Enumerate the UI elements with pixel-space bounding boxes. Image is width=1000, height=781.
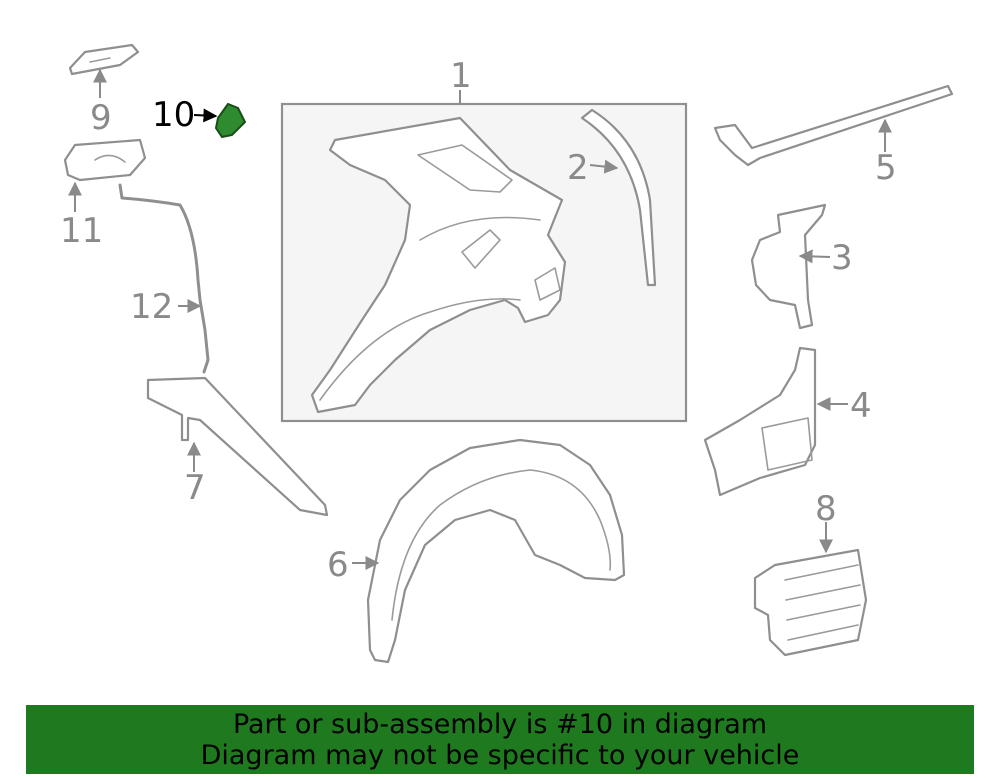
banner-line-2: Diagram may not be specific to your vehi… (200, 739, 800, 771)
part-4-inner-panel[interactable] (703, 346, 817, 497)
part-11-housing[interactable] (63, 138, 147, 182)
part-5-brace[interactable] (713, 84, 954, 167)
callout-12: 12 (130, 287, 173, 327)
part-8-vent[interactable] (753, 548, 868, 657)
callout-11: 11 (60, 211, 103, 251)
callout-9: 9 (90, 98, 112, 138)
leader-2 (589, 159, 619, 174)
quarter-panel-lamp-recess (534, 267, 561, 301)
part-6-liner-inner-edge (391, 469, 612, 621)
part-6-wheel-liner[interactable] (366, 438, 626, 664)
quarter-panel-crease (419, 216, 541, 241)
callout-1: 1 (450, 56, 472, 96)
quarter-panel-wheel-arch (319, 298, 521, 401)
callout-4: 4 (850, 386, 872, 426)
callout-10: 10 (152, 95, 195, 135)
part-8-vent-slats (784, 564, 861, 641)
leader-3 (798, 249, 831, 264)
part-12-cable[interactable] (118, 183, 210, 374)
callout-7: 7 (184, 468, 206, 508)
quarter-panel-outline (310, 116, 567, 414)
banner-line-1: Part or sub-assembly is #10 in diagram (232, 708, 768, 740)
quarter-panel-fuel-door (461, 229, 501, 269)
part-1-quarter-panel[interactable] (280, 102, 688, 423)
quarter-panel-window (417, 144, 513, 193)
part-7-trim[interactable] (146, 376, 329, 517)
part-9-slot (89, 57, 111, 63)
callout-2: 2 (567, 148, 589, 188)
part-4-opening (761, 417, 813, 471)
part-3-bracket[interactable] (750, 203, 827, 330)
callout-6: 6 (327, 545, 349, 585)
callout-8: 8 (815, 489, 837, 529)
parts-diagram: 1 2 3 4 5 6 7 8 9 10 11 12 (60, 43, 954, 664)
part-11-detail (94, 154, 126, 163)
part-10-clip[interactable] (214, 102, 247, 139)
leader-10 (193, 108, 218, 123)
info-banner: Part or sub-assembly is #10 in diagram D… (26, 705, 974, 774)
part-2-pillar-molding[interactable] (580, 108, 657, 287)
callout-3: 3 (831, 238, 853, 278)
callout-5: 5 (875, 148, 897, 188)
